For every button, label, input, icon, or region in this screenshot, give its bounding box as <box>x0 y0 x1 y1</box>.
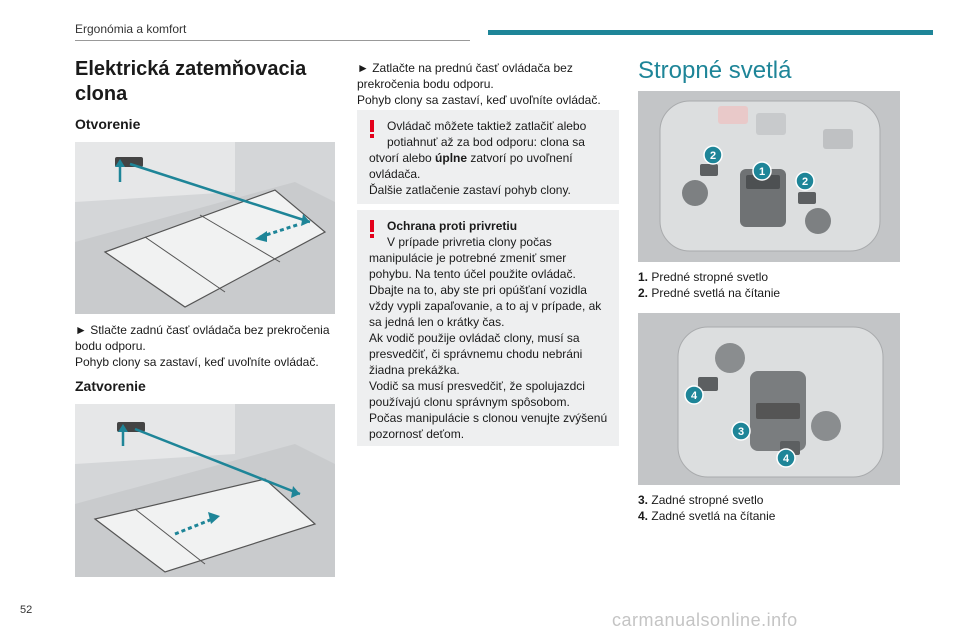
header-divider <box>75 40 470 41</box>
sunblind-close-illustration <box>75 404 335 577</box>
caption-2: 2. Predné svetlá na čítanie <box>638 286 781 300</box>
open-text-2: Pohyb clony sa zastaví, keď uvoľníte ovl… <box>75 355 319 369</box>
note1-line1: Ovládač môžete taktiež zatlačiť alebo po… <box>387 119 587 149</box>
note1-text-b: zatvorí po uvoľnení ovládača. <box>369 151 573 181</box>
rear-lights-illustration: 3 4 4 <box>638 313 900 485</box>
front-badge-2a: 2 <box>710 150 716 162</box>
caption-1: 1. Predné stropné svetlo <box>638 270 769 284</box>
open-heading: Otvorenie <box>75 116 141 132</box>
warning-icon <box>369 120 375 138</box>
rear-badge-4a: 4 <box>691 390 698 402</box>
open-text-1: ► Stlačte zadnú časť ovládača bez prekro… <box>75 323 330 353</box>
close-text-2: Pohyb clony sa zastaví, keď uvoľníte ovl… <box>357 93 601 107</box>
note1-bold: úplne <box>435 151 468 165</box>
ceiling-lights-title: Stropné svetlá <box>638 57 792 84</box>
rear-badge-3: 3 <box>738 426 744 438</box>
note1-line3: Ďalšie zatlačenie zastaví pohyb clony. <box>369 183 571 197</box>
note2-title: Ochrana proti privretiu <box>387 219 518 233</box>
front-badge-1: 1 <box>759 166 765 178</box>
note2-paragraph-2: Dbajte na to, aby ste pri opúšťaní vozid… <box>369 283 602 329</box>
note2-paragraph-3: Ak vodič použije ovládač clony, musí sa … <box>369 331 583 377</box>
rear-lights-caption: 3. Zadné stropné svetlo 4. Zadné svetlá … <box>638 492 900 524</box>
close-instructions: ► Zatlačte na prednú časť ovládača bez p… <box>357 60 619 108</box>
note2-rest: manipulácie je potrebné zmeniť smer pohy… <box>369 251 576 281</box>
note1-text-a: otvorí alebo <box>369 151 436 165</box>
front-badge-2b: 2 <box>802 176 808 188</box>
rear-badge-4b: 4 <box>783 453 790 465</box>
section-title: Elektrická zatemňovacia clona <box>75 58 307 105</box>
warning-note: Ochrana proti privretiu V prípade privre… <box>357 210 619 446</box>
header-accent-bar <box>488 30 933 35</box>
note2-paragraph-5: Počas manipulácie s clonou venujte zvýše… <box>369 411 608 441</box>
caption-4: 4. Zadné svetlá na čítanie <box>638 509 776 523</box>
header-section-label: Ergonómia a komfort <box>75 22 187 36</box>
note1-line2: otvorí alebo úplne zatvorí po uvoľnení o… <box>369 150 611 182</box>
close-text-1: ► Zatlačte na prednú časť ovládača bez p… <box>357 61 573 91</box>
page-number: 52 <box>20 604 33 616</box>
caption-3: 3. Zadné stropné svetlo <box>638 493 764 507</box>
info-note: Ovládač môžete taktiež zatlačiť alebo po… <box>357 110 619 204</box>
open-instructions: ► Stlačte zadnú časť ovládača bez prekro… <box>75 322 337 370</box>
close-heading: Zatvorenie <box>75 378 146 394</box>
front-lights-illustration: 1 2 2 <box>638 91 900 262</box>
watermark: carmanualsonline.info <box>612 610 798 630</box>
front-lights-caption: 1. Predné stropné svetlo 2. Predné svetl… <box>638 269 900 301</box>
warning-icon <box>369 220 375 238</box>
sunblind-open-illustration <box>75 142 335 314</box>
note2-paragraph-4: Vodič sa musí presvedčiť, že spolujazdci… <box>369 379 585 409</box>
note2-line1: V prípade privretia clony počas <box>387 235 552 249</box>
